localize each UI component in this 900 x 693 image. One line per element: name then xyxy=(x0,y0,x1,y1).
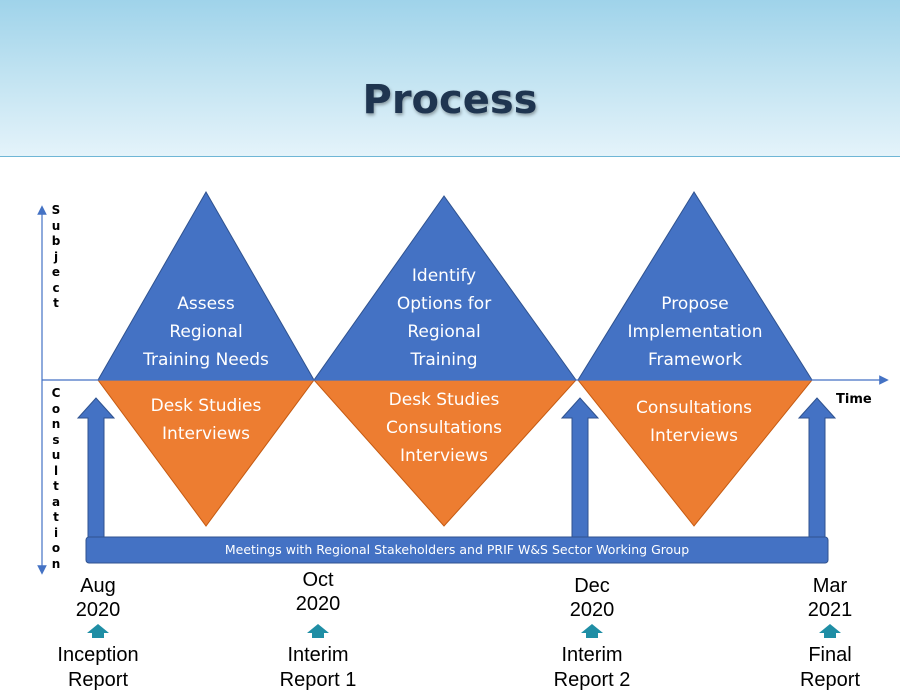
subject-axis-label: S u b j e c t xyxy=(51,203,61,310)
meetings-bar xyxy=(85,536,829,564)
up-arrow-icon xyxy=(87,624,109,638)
phase-3-consultation-text: Consultations Interviews xyxy=(636,398,752,446)
milestone-date-aug-2020: Aug 2020 xyxy=(75,575,121,621)
phase-1-consultation-text: Desk Studies Interviews xyxy=(150,396,262,444)
time-axis-label: Time xyxy=(836,392,872,407)
phase-1-subject-text: Assess Regional Training Needs xyxy=(143,294,269,370)
title-banner: Process xyxy=(0,0,900,157)
report-inception: Inception Report xyxy=(57,644,139,691)
milestone-date-oct-2020: Oct 2020 xyxy=(295,569,341,615)
page-title: Process xyxy=(362,77,538,123)
report-final: Final Report xyxy=(799,644,861,691)
up-arrow-icon xyxy=(307,624,329,638)
consultation-axis-label: C o n s u l t a t i o n xyxy=(51,386,61,571)
phase-3-subject-text: Propose Implementation Framework xyxy=(627,294,763,370)
milestone-date-mar-2021: Mar 2021 xyxy=(807,575,853,621)
milestone-date-dec-2020: Dec 2020 xyxy=(569,575,615,621)
meetings-bar-label: Meetings with Regional Stakeholders and … xyxy=(224,542,690,557)
up-arrow-icon xyxy=(560,397,600,538)
up-arrow-icon xyxy=(819,624,841,638)
up-arrow-icon xyxy=(581,624,603,638)
up-arrow-icon xyxy=(797,397,837,538)
phase-2-subject-text: Identify Options for Regional Training xyxy=(396,266,492,370)
up-arrow-icon xyxy=(76,397,116,538)
report-interim-2: Interim Report 2 xyxy=(553,644,631,691)
report-interim-1: Interim Report 1 xyxy=(279,644,357,691)
phase-2-consultation-text: Desk Studies Consultations Interviews xyxy=(386,390,502,466)
